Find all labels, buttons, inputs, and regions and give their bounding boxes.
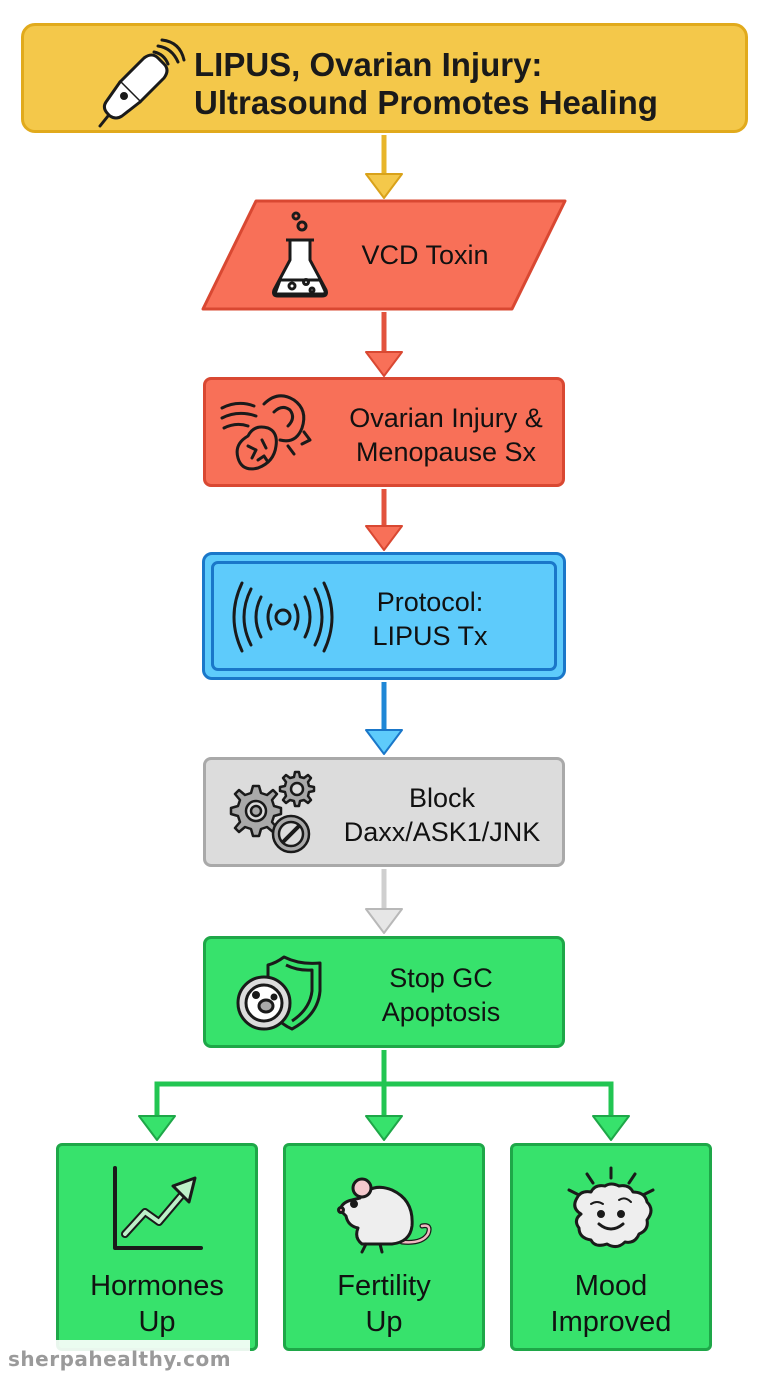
arrow-block-to-stop [365,869,403,934]
diagram-title: LIPUS, Ovarian Injury: Ultrasound Promot… [194,46,658,121]
stop-apoptosis-label: Stop GC Apoptosis [381,963,501,1027]
damaged-ovary-icon [218,388,323,483]
arrow-protocol-to-block [365,682,403,755]
rising-chart-icon [109,1164,205,1259]
arrow-injury-to-protocol [365,489,403,551]
flask-icon [268,210,332,305]
mouse-icon [332,1164,436,1265]
arrowhead-mood [592,1115,630,1141]
ultrasound-probe-icon [92,38,187,138]
watermark: sherpahealthy.com [0,1340,250,1376]
arrowhead-fertility [365,1115,403,1141]
block-step: Block Daxx/ASK1/JNK [203,757,565,867]
protocol-inner-frame [211,561,557,671]
fertility-label: Fertility Up [337,1270,431,1338]
arrow-branch-to-outcomes [154,1050,614,1120]
title-banner: LIPUS, Ovarian Injury: Ultrasound Promot… [21,23,748,133]
arrowhead-hormones [138,1115,176,1141]
shield-cell-icon [234,951,328,1040]
arrow-title-to-toxin [365,135,403,199]
arrow-toxin-to-injury [365,312,403,377]
outcome-mood: Mood Improved [510,1143,712,1351]
stop-apoptosis-step: Stop GC Apoptosis [203,936,565,1048]
injury-label: Ovarian Injury & Menopause Sx [349,403,543,467]
mood-label: Mood Improved [550,1270,672,1338]
outcome-hormones: Hormones Up [56,1143,258,1351]
hormones-label: Hormones Up [90,1270,224,1338]
protocol-label: Protocol: LIPUS Tx [372,587,488,651]
injury-step: Ovarian Injury & Menopause Sx [203,377,565,487]
toxin-label: VCD Toxin [361,240,489,270]
happy-brain-icon [561,1164,661,1269]
ultrasound-waves-icon [231,579,335,660]
protocol-step: Protocol: LIPUS Tx [202,552,566,680]
outcome-fertility: Fertility Up [283,1143,485,1351]
watermark-text: sherpahealthy.com [8,1347,232,1371]
toxin-step: VCD Toxin [200,198,568,312]
gears-blocked-icon [221,768,321,865]
block-label: Block Daxx/ASK1/JNK [343,783,541,847]
